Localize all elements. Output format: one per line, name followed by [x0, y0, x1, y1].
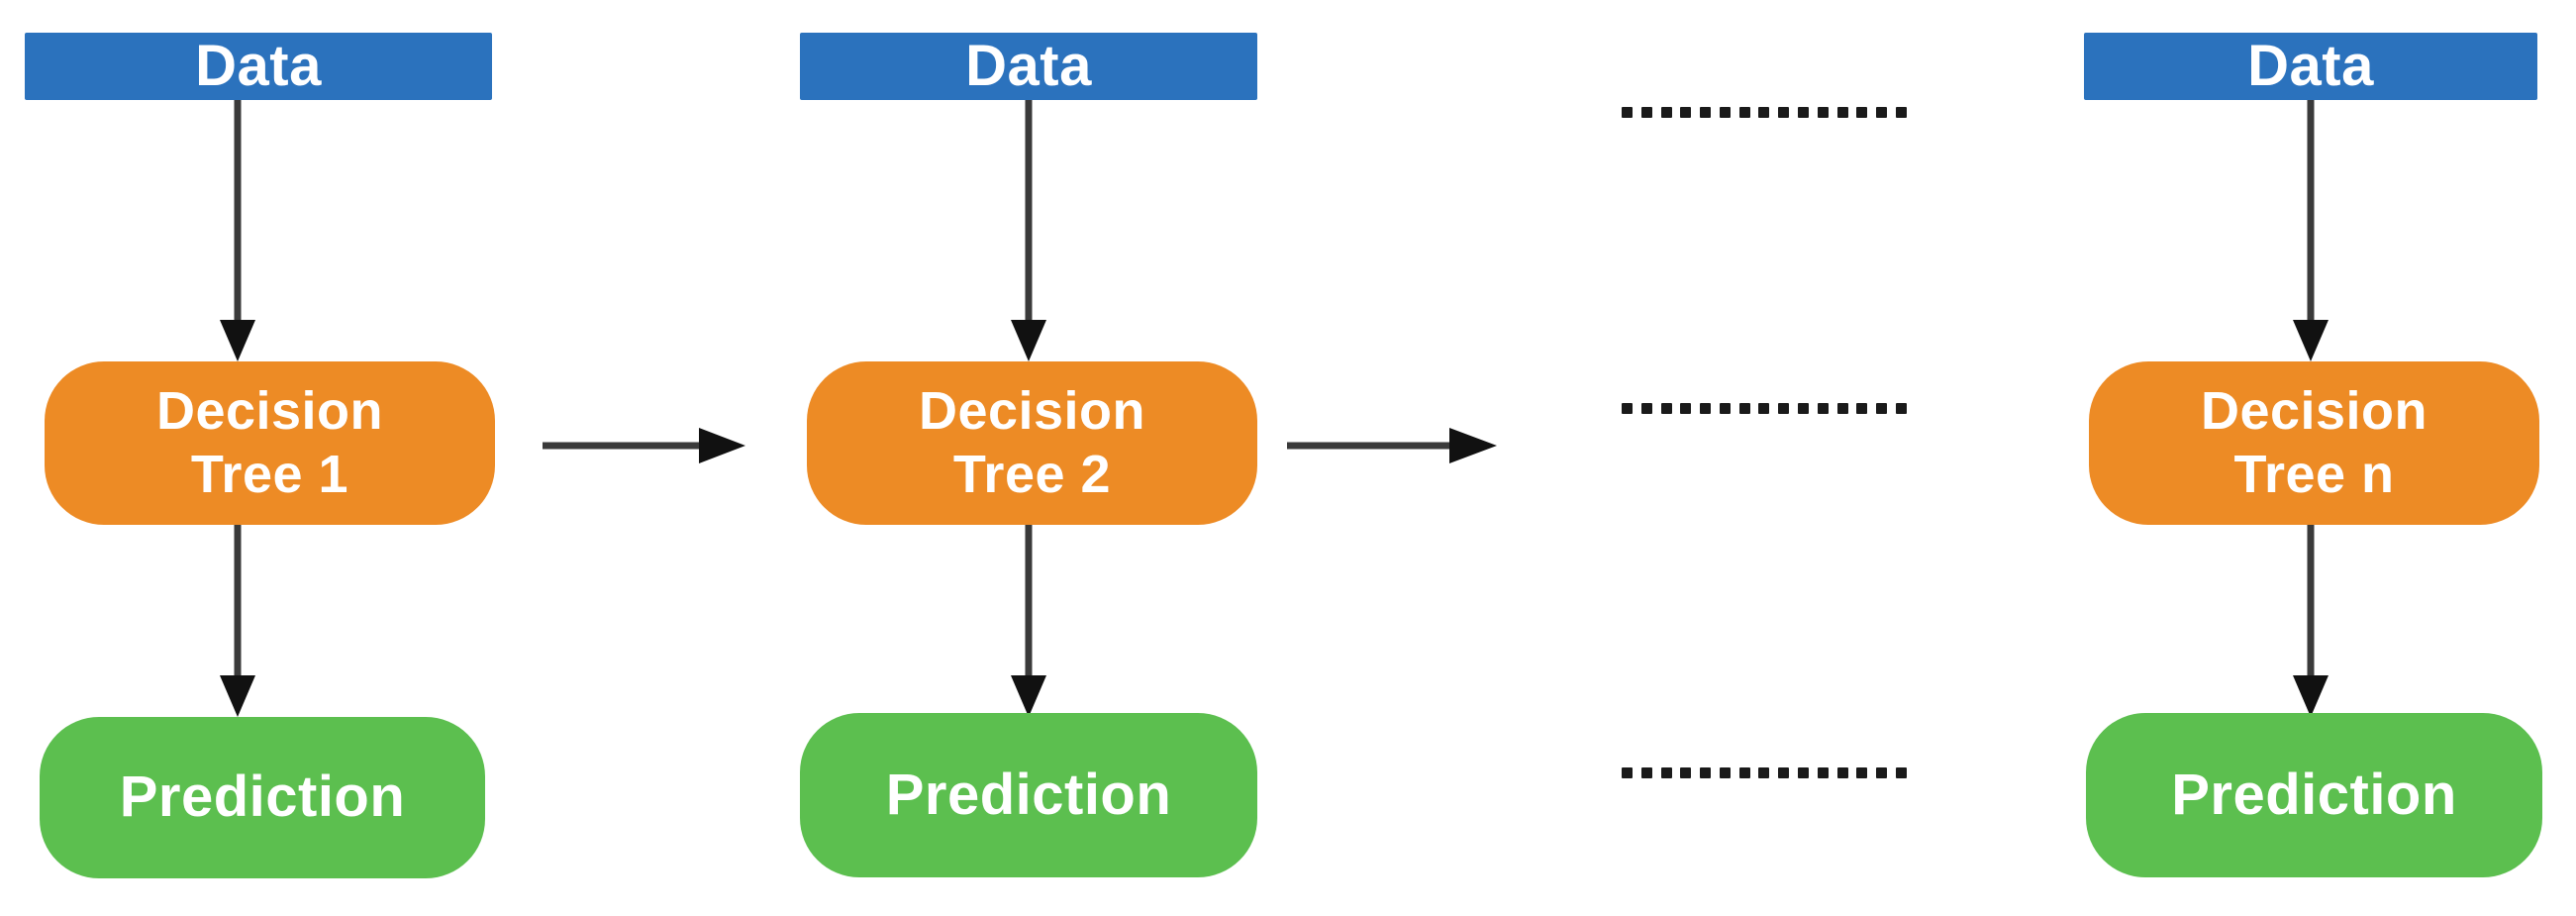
- arrow-data-to-tree-1: [220, 100, 255, 361]
- ellipsis-dot: [1738, 106, 1750, 118]
- prediction-box-1: Prediction: [40, 717, 485, 878]
- ellipsis-dot: [1660, 766, 1672, 778]
- ellipsis-dot: [1680, 106, 1692, 118]
- ellipsis-dot: [1836, 766, 1848, 778]
- ellipsis-dot: [1836, 106, 1848, 118]
- arrow-tree-to-prediction-1: [220, 525, 255, 717]
- ellipsis-dot: [1700, 402, 1712, 414]
- ellipsis-dot: [1856, 106, 1868, 118]
- ellipsis-dot: [1738, 402, 1750, 414]
- ellipsis-dot: [1660, 106, 1672, 118]
- prediction-box-2: Prediction: [800, 713, 1257, 877]
- prediction-box-n: Prediction: [2086, 713, 2542, 877]
- decision-tree-box-n: Decision Tree n: [2089, 361, 2539, 525]
- ellipsis-dot: [1876, 402, 1888, 414]
- ellipsis-dot: [1680, 766, 1692, 778]
- ellipsis-dot: [1798, 106, 1810, 118]
- ellipsis-dot: [1798, 402, 1810, 414]
- ellipsis-dot: [1778, 766, 1790, 778]
- ellipsis-dot: [1817, 402, 1829, 414]
- ellipsis-dot: [1876, 766, 1888, 778]
- ellipsis-dot: [1798, 766, 1810, 778]
- ellipsis-dot: [1895, 106, 1907, 118]
- ellipsis-dot: [1700, 766, 1712, 778]
- ellipsis-dot: [1660, 402, 1672, 414]
- ellipsis-dot: [1758, 106, 1770, 118]
- arrow-tree2-to-ellipsis: [1287, 428, 1497, 463]
- ellipsis-dot: [1895, 766, 1907, 778]
- ellipsis-dot: [1778, 106, 1790, 118]
- ellipsis-dot: [1778, 402, 1790, 414]
- ellipsis-dot: [1817, 106, 1829, 118]
- arrow-data-to-tree-2: [1011, 100, 1046, 361]
- ellipsis-dot: [1719, 402, 1731, 414]
- ellipsis-dot: [1680, 402, 1692, 414]
- ellipsis-dot: [1876, 106, 1888, 118]
- ellipsis-dot: [1895, 402, 1907, 414]
- ellipsis-dot: [1640, 106, 1652, 118]
- decision-tree-box-1: Decision Tree 1: [45, 361, 495, 525]
- ellipsis-dot: [1719, 106, 1731, 118]
- ellipsis-dot: [1758, 766, 1770, 778]
- bottom-ellipsis: [1622, 766, 1907, 778]
- ellipsis-dot: [1836, 402, 1848, 414]
- ellipsis-dot: [1622, 402, 1633, 414]
- data-box-n: Data: [2084, 33, 2537, 100]
- ellipsis-dot: [1738, 766, 1750, 778]
- ellipsis-dot: [1856, 766, 1868, 778]
- ellipsis-dot: [1856, 402, 1868, 414]
- ellipsis-dot: [1719, 766, 1731, 778]
- data-box-1: Data: [25, 33, 492, 100]
- decision-tree-box-2: Decision Tree 2: [807, 361, 1257, 525]
- ellipsis-dot: [1817, 766, 1829, 778]
- ellipsis-dot: [1640, 766, 1652, 778]
- arrow-tree-to-prediction-n: [2293, 525, 2328, 717]
- ellipsis-dot: [1640, 402, 1652, 414]
- top-ellipsis: [1622, 106, 1907, 118]
- arrow-tree1-to-tree2: [543, 428, 745, 463]
- middle-ellipsis: [1622, 402, 1907, 414]
- ellipsis-dot: [1622, 106, 1633, 118]
- arrow-data-to-tree-n: [2293, 100, 2328, 361]
- ellipsis-dot: [1758, 402, 1770, 414]
- ellipsis-dot: [1700, 106, 1712, 118]
- ellipsis-dot: [1622, 766, 1633, 778]
- arrow-tree-to-prediction-2: [1011, 525, 1046, 717]
- data-box-2: Data: [800, 33, 1257, 100]
